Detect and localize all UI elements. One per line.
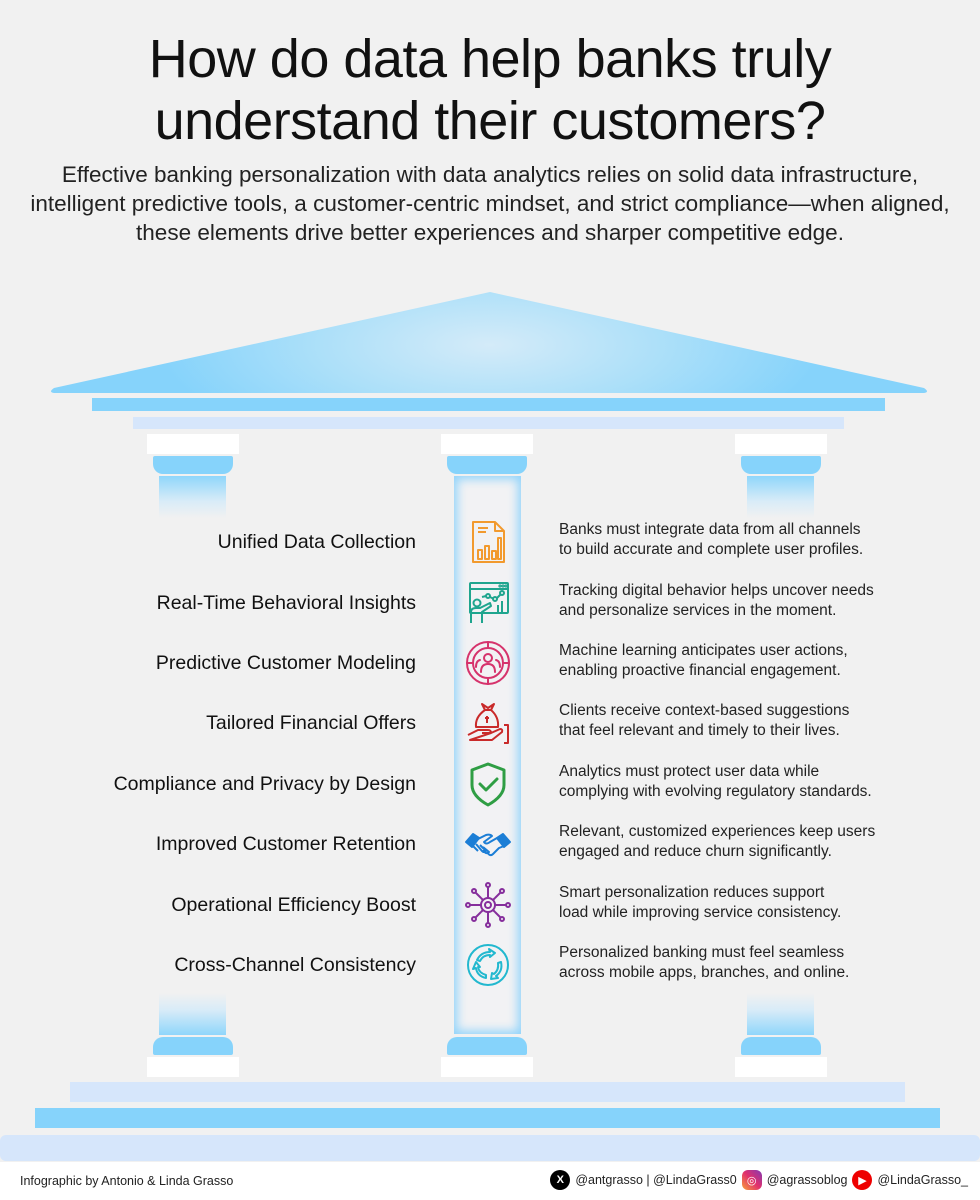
temple-entablature-beam [92,398,885,411]
item-label: Operational Efficiency Boost [171,894,416,916]
center-column-capital [441,434,533,454]
center-column-echinus [447,456,527,474]
temple-step-middle [35,1108,940,1128]
handshake-icon [465,833,511,857]
right-column-plinth [735,1057,827,1077]
left-column-shaft-bottom [159,993,226,1035]
page-title: How do data help banks truly understand … [0,28,980,152]
target-users-icon [466,641,510,685]
list-item-real-time-behavioral-insights: Real-Time Behavioral Insights Tracking d… [0,582,980,651]
footer: Infographic by Antonio & Linda Grasso X … [0,1162,980,1200]
list-item-cross-channel-consistency: Cross-Channel Consistency Personalized b… [0,944,980,1013]
youtube-logo-icon[interactable]: ▶ [852,1170,873,1190]
item-label: Improved Customer Retention [155,833,416,855]
center-column-shaft [454,476,521,1034]
item-description: Smart personalization reduces support lo… [559,884,842,921]
right-column-shaft-top [747,476,814,518]
item-label: Compliance and Privacy by Design [113,773,416,795]
right-column-echinus [741,456,821,474]
temple-step-top [70,1082,905,1102]
temple-architrave-beam [133,417,844,429]
instagram-handle-link[interactable]: @agrassoblog [766,1173,848,1187]
x-handles-link[interactable]: @antgrasso | @LindaGrass0 [575,1173,737,1187]
temple-step-bottom [0,1135,980,1161]
x-logo-icon[interactable]: X [550,1170,571,1190]
item-description: Banks must integrate data from all chann… [559,521,864,558]
left-column-echinus [153,456,233,474]
item-description: Machine learning anticipates user action… [559,642,848,679]
item-label: Cross-Channel Consistency [174,954,416,976]
youtube-handle-link[interactable]: @LindaGrasso_ [877,1173,968,1187]
item-description: Relevant, customized experiences keep us… [559,823,876,860]
item-label: Tailored Financial Offers [206,712,416,734]
title-line-1: How do data help banks truly [148,29,832,89]
gear-network-icon [465,882,511,928]
list-item-predictive-customer-modeling: Predictive Customer Modeling Machine lea… [0,641,980,711]
list-item-operational-efficiency-boost: Operational Efficiency Boost Smart perso… [0,882,980,953]
list-item-tailored-financial-offers: Tailored Financial Offers Clients receiv… [0,702,980,771]
shield-check-icon [470,762,506,807]
list-item-unified-data-collection: Unified Data Collection Banks must integ… [0,521,980,590]
right-column-base-torus [741,1037,821,1055]
presentation-analytics-icon [469,582,509,623]
list-item-improved-customer-retention: Improved Customer Retention Relevant, cu… [0,823,980,892]
item-label: Predictive Customer Modeling [155,652,416,674]
right-column-shaft-bottom [747,993,814,1035]
document-bar-chart-icon [472,521,505,563]
left-column-capital [147,434,239,454]
item-label: Real-Time Behavioral Insights [156,592,416,614]
item-description: Personalized banking must feel seamless … [559,944,850,981]
money-bag-hand-icon [467,703,509,744]
right-column-capital [735,434,827,454]
left-column-base-torus [153,1037,233,1055]
cycle-arrows-icon [467,944,509,986]
subtitle: Effective banking personalization with d… [30,162,950,245]
item-description: Analytics must protect user data while c… [559,763,872,800]
credit-text: Infographic by Antonio & Linda Grasso [20,1174,234,1188]
item-label: Unified Data Collection [217,531,416,553]
item-description: Clients receive context-based suggestion… [559,702,850,739]
instagram-logo-icon[interactable]: ◎ [741,1170,762,1190]
list-item-compliance-privacy: Compliance and Privacy by Design Analyti… [0,762,980,832]
left-column-plinth [147,1057,239,1077]
left-column-shaft-top [159,476,226,518]
center-column-plinth [441,1057,533,1077]
center-column-base-torus [447,1037,527,1055]
item-description: Tracking digital behavior helps uncover … [559,582,874,619]
title-line-2: understand their customers? [154,91,826,151]
social-links: X @antgrasso | @LindaGrass0 ◎ @agrassobl… [550,1170,968,1190]
